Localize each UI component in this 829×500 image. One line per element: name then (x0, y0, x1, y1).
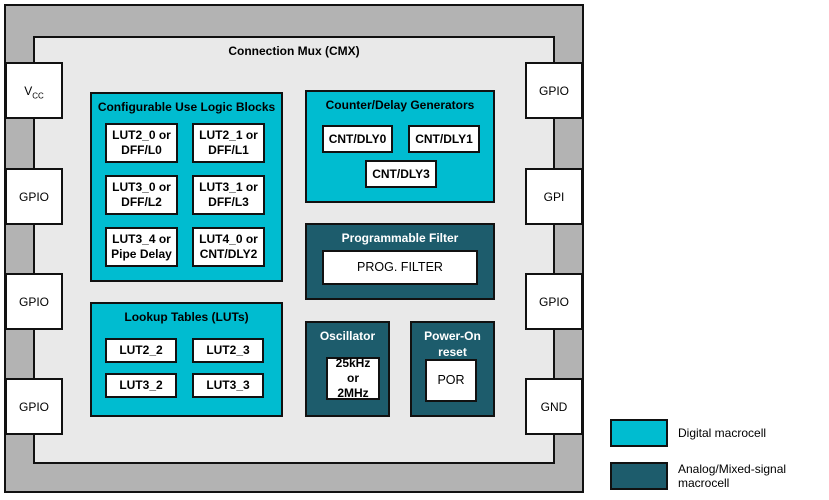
cell-lut2-3: LUT2_3 (192, 338, 264, 363)
legend-swatch-analog (610, 462, 668, 490)
pin-gpio-left-3: GPIO (5, 378, 63, 435)
cell-lut3-0-dff-l2: LUT3_0 or DFF/L2 (105, 175, 178, 215)
block-lookup-tables: Lookup Tables (LUTs) LUT2_2 LUT2_3 LUT3_… (90, 302, 283, 417)
block-programmable-filter: Programmable Filter PROG. FILTER (305, 223, 495, 300)
cell-lut2-2: LUT2_2 (105, 338, 177, 363)
block-cnt-dly-title: Counter/Delay Generators (325, 98, 475, 112)
cell-por: POR (425, 359, 477, 402)
block-por-title: Power-On reset (424, 329, 481, 360)
cell-lut3-3: LUT3_3 (192, 373, 264, 398)
block-oscillator-title: Oscillator (319, 329, 376, 343)
pin-gpi-right: GPI (525, 168, 583, 225)
block-oscillator: Oscillator 25kHz or 2MHz (305, 321, 390, 417)
pin-gpio-left-1: GPIO (5, 168, 63, 225)
cell-lut2-1-dff-l1: LUT2_1 or DFF/L1 (192, 123, 265, 163)
pin-gpio-left-2: GPIO (5, 273, 63, 330)
legend-label-analog: Analog/Mixed-signal macrocell (678, 462, 787, 490)
block-counter-delay-generators: Counter/Delay Generators CNT/DLY0 CNT/DL… (305, 90, 495, 203)
pin-vcc-label: VCC (24, 83, 44, 100)
cell-lut3-4-pipe-delay: LUT3_4 or Pipe Delay (105, 227, 178, 267)
block-power-on-reset: Power-On reset POR (410, 321, 495, 417)
cell-lut3-1-dff-l3: LUT3_1 or DFF/L3 (192, 175, 265, 215)
cell-lut2-0-dff-l0: LUT2_0 or DFF/L0 (105, 123, 178, 163)
legend-label-digital: Digital macrocell (678, 426, 767, 440)
pin-gpio-right-1: GPIO (525, 62, 583, 119)
pin-vcc: VCC (5, 62, 63, 119)
block-culb-title: Configurable Use Logic Blocks (97, 100, 276, 114)
connection-mux-title: Connection Mux (CMX) (228, 44, 360, 58)
block-configurable-use-logic-blocks: Configurable Use Logic Blocks LUT2_0 or … (90, 92, 283, 282)
pin-gnd: GND (525, 378, 583, 435)
legend-swatch-digital (610, 419, 668, 447)
block-luts-title: Lookup Tables (LUTs) (124, 310, 249, 324)
cell-prog-filter: PROG. FILTER (322, 250, 478, 285)
cell-cnt-dly0: CNT/DLY0 (322, 125, 393, 153)
block-prog-filter-title: Programmable Filter (341, 231, 459, 245)
pin-gpio-right-2: GPIO (525, 273, 583, 330)
cell-cnt-dly1: CNT/DLY1 (408, 125, 480, 153)
cell-cnt-dly3: CNT/DLY3 (365, 160, 437, 188)
cell-lut3-2: LUT3_2 (105, 373, 177, 398)
cell-lut4-0-cnt-dly2: LUT4_0 or CNT/DLY2 (192, 227, 265, 267)
cell-oscillator-freq: 25kHz or 2MHz (326, 356, 380, 400)
